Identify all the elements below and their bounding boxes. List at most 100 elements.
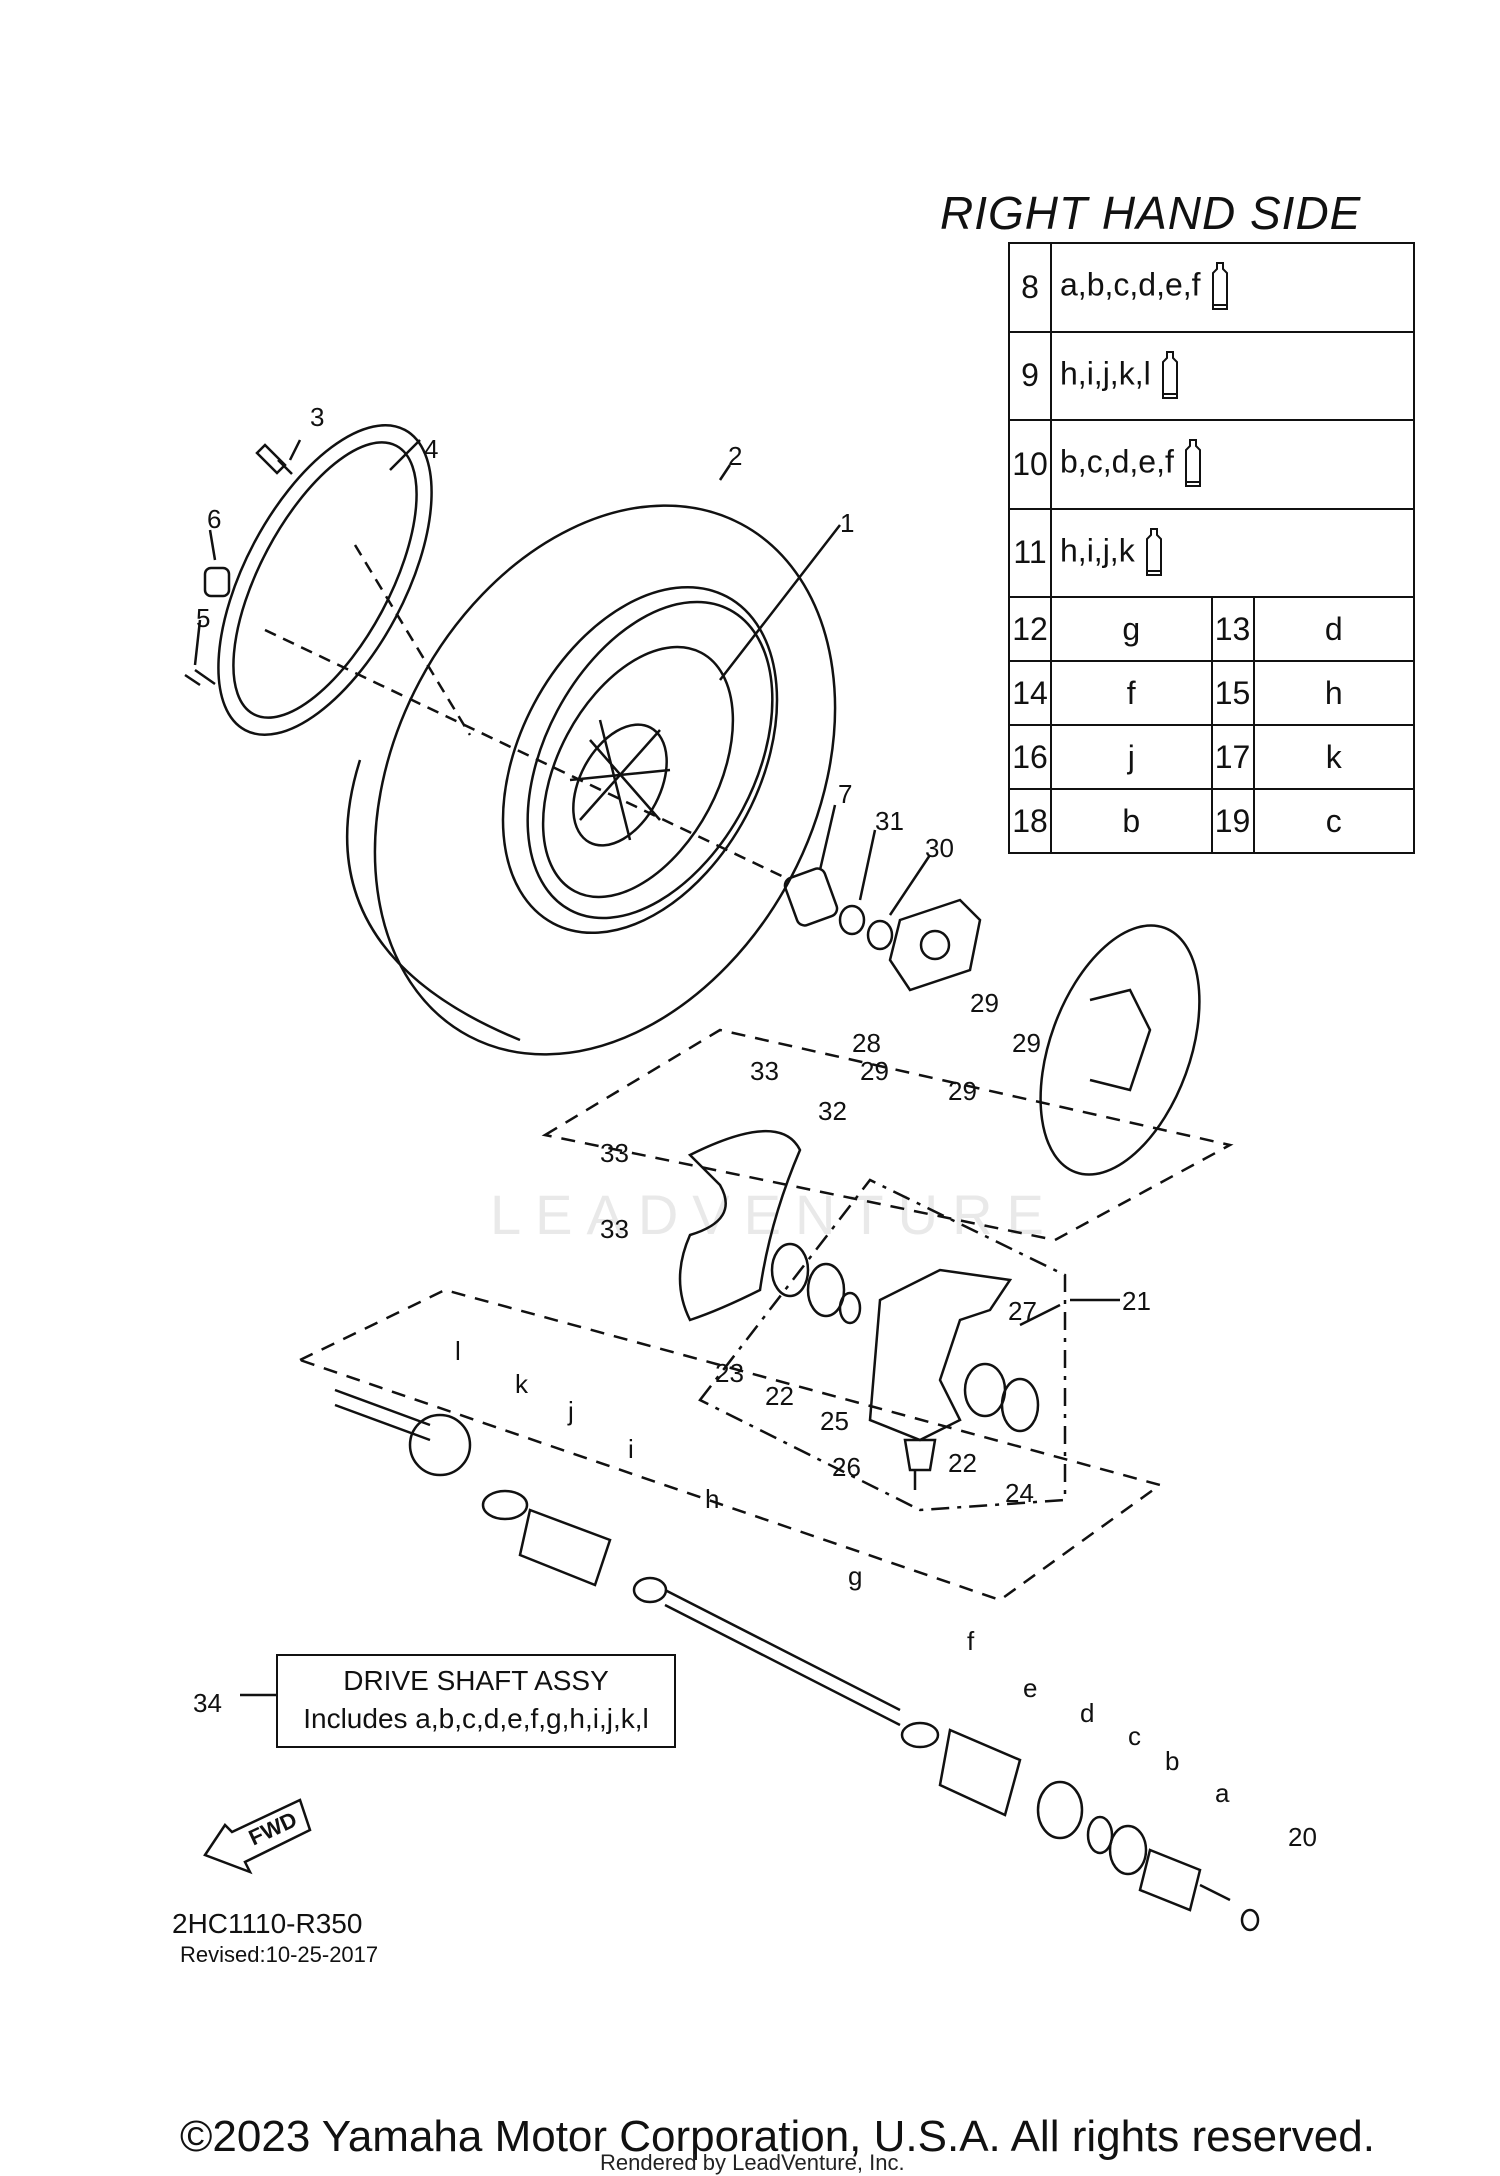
valve-part-3 — [255, 443, 293, 475]
kit-parts: h,i,j,k,l — [1060, 355, 1151, 392]
kit-number: 11 — [1008, 507, 1052, 599]
kit-parts-cell: b,c,d,e,f — [1050, 419, 1415, 510]
brake-guard-part-32 — [678, 1130, 802, 1322]
page-title: RIGHT HAND SIDE — [940, 187, 1362, 239]
rendered-by-notice: Rendered by LeadVenture, Inc. — [600, 2150, 905, 2175]
kit-number: 15 — [1210, 660, 1255, 727]
kit-part: h — [1252, 660, 1415, 727]
grease-tube-icon — [1211, 262, 1228, 311]
beadlock-ring-part-4 — [217, 424, 433, 736]
callout-label: l — [455, 1336, 461, 1366]
bearing-part-22 — [806, 1262, 846, 1318]
washer-part-31 — [838, 904, 866, 936]
callout-label: d — [1080, 1698, 1094, 1728]
callout-label: 33 — [600, 1214, 629, 1244]
kit-number: 14 — [1008, 660, 1052, 727]
kit-parts-cell: a,b,c,d,e,f — [1050, 242, 1415, 333]
callout-label: b — [1165, 1746, 1179, 1776]
fwd-arrow-shape — [203, 1798, 312, 1875]
callout-label: a — [1215, 1778, 1230, 1808]
callout-label: j — [567, 1396, 574, 1426]
hub-part-28 — [888, 898, 982, 992]
callout-label: 29 — [970, 988, 999, 1018]
callout-label: 23 — [715, 1358, 744, 1388]
callout-label: 1 — [840, 508, 854, 538]
knuckle-part-21 — [868, 1268, 1013, 1442]
kit-number: 17 — [1210, 724, 1255, 790]
callout-label: 32 — [818, 1096, 847, 1126]
ball-joint-part-26 — [903, 1438, 937, 1490]
seal-part-24 — [1000, 1377, 1040, 1433]
callout-label: f — [967, 1626, 975, 1656]
washer-part-30 — [866, 919, 894, 951]
drive-shaft-assembly — [334, 1388, 1260, 1932]
callout-label: 22 — [948, 1448, 977, 1478]
callout-label: 20 — [1288, 1822, 1317, 1852]
kit-part: b — [1050, 788, 1213, 854]
kit-part: j — [1050, 724, 1213, 790]
kit-number: 10 — [1008, 419, 1052, 510]
kit-part: d — [1252, 596, 1415, 663]
kit-number: 8 — [1008, 242, 1052, 333]
kit-number: 13 — [1210, 596, 1255, 663]
kit-number: 18 — [1008, 788, 1052, 854]
callout-label: 29 — [948, 1076, 977, 1106]
bolt-part-5 — [184, 668, 216, 687]
kit-parts-cell: h,i,j,k — [1050, 507, 1415, 599]
callout-label: 26 — [832, 1452, 861, 1482]
callout-label: i — [628, 1434, 634, 1464]
callout-label: 24 — [1005, 1478, 1034, 1508]
table-row: 8 a,b,c,d,e,f — [1008, 242, 1415, 333]
copyright-notice: ©2023 Yamaha Motor Corporation, U.S.A. A… — [180, 2112, 1375, 2161]
callout-label: 6 — [207, 504, 221, 534]
callout-label: 22 — [765, 1381, 794, 1411]
diagram-code: 2HC1110-R350 — [172, 1908, 363, 1939]
callout-label: k — [515, 1369, 529, 1399]
callout-label: 33 — [750, 1056, 779, 1086]
brake-disc — [1039, 924, 1201, 1176]
callout-label: e — [1023, 1673, 1037, 1703]
callout-label: 5 — [196, 603, 210, 633]
grease-tube-icon — [1145, 527, 1162, 576]
hub-nut-part-7 — [783, 867, 839, 927]
callout-label: 4 — [424, 434, 438, 464]
kit-parts-cell: h,i,j,k,l — [1050, 330, 1415, 422]
kit-number: 19 — [1210, 788, 1255, 854]
table-row: 16 j 17 k — [1008, 724, 1415, 790]
callout-label: 28 — [852, 1028, 881, 1058]
callout-label: 31 — [875, 806, 904, 836]
callout-label: 25 — [820, 1406, 849, 1436]
kit-part: g — [1050, 596, 1213, 663]
table-row: 11 h,i,j,k — [1008, 507, 1415, 599]
wheel-part-1 — [526, 600, 774, 920]
callout-label: g — [848, 1561, 862, 1591]
callout-label: 34 — [193, 1688, 222, 1718]
kit-parts: a,b,c,d,e,f — [1060, 266, 1201, 303]
callout-label: 21 — [1122, 1286, 1151, 1316]
kit-number: 9 — [1008, 330, 1052, 422]
callout-label: 3 — [310, 402, 324, 432]
callout-labels: 1 2 3 4 5 6 7 20 21 22 22 23 24 25 26 27… — [193, 402, 1317, 1852]
table-row: 12 g 13 d — [1008, 596, 1415, 663]
kit-part: k — [1252, 724, 1415, 790]
callout-label: h — [705, 1484, 719, 1514]
table-row: 9 h,i,j,k,l — [1008, 330, 1415, 422]
ring-part-25 — [838, 1291, 862, 1325]
kit-part: c — [1252, 788, 1415, 854]
kit-contents-table: 8 a,b,c,d,e,f 9 h,i,j,k,l 10 b,c,d,e,f 1… — [1008, 242, 1415, 854]
kit-number: 12 — [1008, 596, 1052, 663]
kit-number: 16 — [1008, 724, 1052, 790]
callout-label: 30 — [925, 833, 954, 863]
drive-shaft-includes: Includes a,b,c,d,e,f,g,h,i,j,k,l — [303, 1703, 649, 1734]
cap-part-6 — [203, 566, 231, 598]
table-row: 10 b,c,d,e,f — [1008, 419, 1415, 510]
callout-label: 33 — [600, 1138, 629, 1168]
bearing-part-22b — [963, 1362, 1007, 1418]
callout-label: 2 — [728, 441, 742, 471]
callout-label: c — [1128, 1721, 1141, 1751]
kit-parts: b,c,d,e,f — [1060, 443, 1174, 480]
callout-label: 27 — [1008, 1296, 1037, 1326]
kit-parts: h,i,j,k — [1060, 532, 1135, 569]
seal-part-23 — [770, 1242, 810, 1298]
